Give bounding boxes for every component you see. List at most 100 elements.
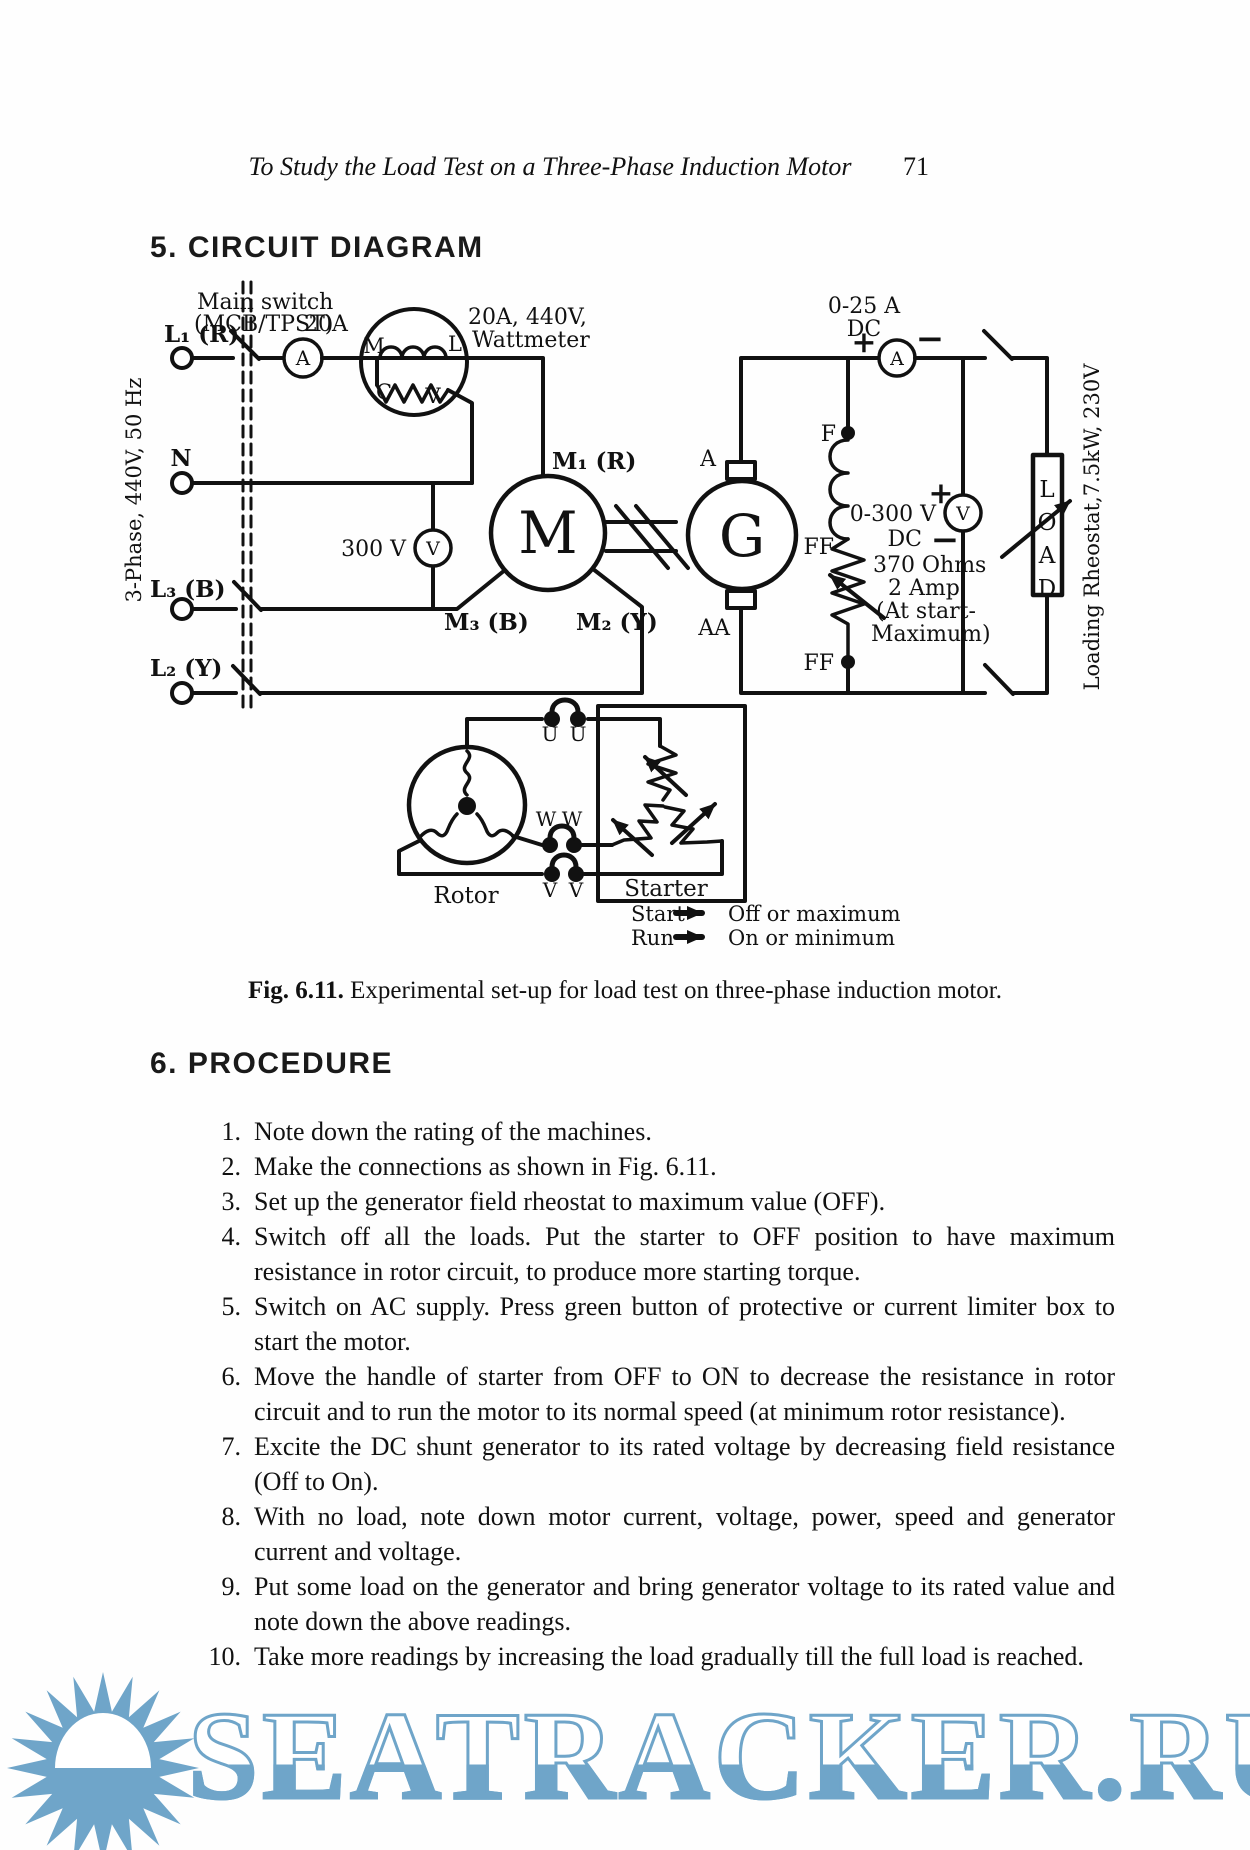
load-letter-o: O [1038, 510, 1057, 536]
terminal-l2 [170, 681, 194, 705]
svg-text:W: W [562, 807, 583, 831]
slipring-u1 [544, 711, 560, 727]
svg-text:DC: DC [888, 527, 922, 552]
switch-blade-dc-bottom [983, 663, 1015, 696]
svg-text:(MCB/TPST): (MCB/TPST) [194, 312, 333, 337]
ac-voltmeter-rating: 300 V [341, 537, 407, 562]
circuit-diagram: 3-Phase, 440V, 50 Hz Main switch (MCB/TP… [122, 280, 1104, 950]
page-number: 71 [903, 152, 929, 181]
phase-l1-label: L₁ (R) [164, 321, 239, 348]
svg-text:Maximum): Maximum) [871, 622, 991, 647]
gen-brush-a [725, 460, 757, 481]
switch-blade-dc-top [982, 329, 1014, 361]
circuit-diagram-heading: 5. CIRCUIT DIAGRAM [150, 231, 484, 264]
dc-ammeter-rating: 0-25 A [828, 294, 901, 319]
dc-ammeter-letter: A [889, 348, 904, 370]
step-text: Move the handle of starter from OFF to O… [254, 1362, 1115, 1426]
procedure-step: 8. With no load, note down motor current,… [205, 1499, 1116, 1569]
slipring-v1 [544, 866, 560, 882]
starter-rheostat-right [663, 805, 724, 845]
loading-rheostat-label: Loading Rheostat,7.5kW, 230V [1080, 363, 1104, 691]
procedure-step: 10.Take more readings by increasing the … [205, 1639, 1115, 1674]
rotor-winding-left [418, 812, 459, 839]
wattmeter [359, 307, 469, 417]
terminal-n [170, 471, 194, 495]
switch-blade-l1 [229, 329, 261, 361]
ac-voltmeter [413, 528, 453, 568]
procedure-step: 6. Move the handle of starter from OFF to… [205, 1359, 1116, 1429]
dc-voltmeter-minus: − [931, 520, 960, 560]
dc-voltmeter-rating: 0-300 V [850, 502, 937, 527]
svg-text:V: V [568, 878, 584, 902]
step-text: Excite the DC shunt generator to its rat… [254, 1432, 1115, 1496]
phase-l2-label: L₂ (Y) [150, 655, 222, 682]
sun-dome [55, 1713, 151, 1768]
dc-ammeter-plus: + [851, 325, 876, 360]
rotor-star-point [458, 797, 476, 815]
procedure-step: 5. Switch on AC supply. Press green butto… [205, 1289, 1116, 1359]
watermark-text: SEATRACKER.RU [186, 1692, 1250, 1821]
step-number: 5. [221, 1292, 242, 1321]
ac-voltmeter-letter: V [425, 538, 440, 560]
jumper-u [549, 697, 581, 715]
svg-text:DC: DC [847, 317, 881, 342]
wattmeter-voltage-coil [375, 383, 450, 404]
motor-terminal-m1: M₁ (R) [552, 448, 636, 475]
jumper-v [549, 852, 579, 870]
load-arrow [1000, 499, 1072, 559]
ac-ammeter-rating: 20A [304, 312, 349, 337]
field-f-label: F [821, 422, 836, 447]
phase-l3-label: L₃ (B) [150, 576, 225, 603]
watermark-sun-icon [7, 1672, 199, 1850]
legend-run-value: On or minimum [728, 926, 895, 950]
jumper-w [547, 823, 577, 841]
starter-box [596, 704, 747, 903]
procedure-step: 2. Make the connections as shown in Fig. … [205, 1149, 1115, 1184]
step-number: 6. [221, 1362, 242, 1391]
load-rheostat-box [1030, 452, 1065, 598]
legend-run: Run [631, 926, 674, 950]
slipring-w1 [542, 837, 558, 853]
procedure-step: 1.Note down the rating of the machines. [205, 1114, 1115, 1149]
field-rheostat-rating: 370 Ohms [873, 553, 986, 578]
wiring [170, 280, 1072, 944]
rotor-v-label: V [542, 878, 558, 902]
generator-letter: G [719, 502, 765, 570]
procedure-step: 3. Set up the generator field rheostat to… [205, 1184, 1115, 1219]
step-number: 8. [221, 1502, 242, 1531]
switch-blade-l2 [231, 664, 262, 696]
svg-text:Wattmeter: Wattmeter [472, 328, 590, 353]
step-text: Make the connections as shown in Fig. 6.… [254, 1152, 717, 1181]
ac-ammeter-letter: A [295, 346, 311, 370]
step-number: 9. [221, 1572, 242, 1601]
rotor-winding-right [475, 812, 516, 839]
rotor-u-label: U [542, 722, 559, 746]
svg-text:(At start-: (At start- [876, 599, 976, 624]
slipring-u2 [570, 711, 586, 727]
step-number: 7. [221, 1432, 242, 1461]
procedure-step: 4.Switch off all the loads. Put the star… [205, 1219, 1116, 1289]
figure-caption-text: Experimental set-up for load test on thr… [343, 977, 1002, 1004]
legend-start-value: Off or maximum [728, 902, 901, 926]
switch-blade-l3 [232, 580, 263, 612]
rotor-winding-top [462, 749, 472, 797]
step-number: 10. [208, 1642, 242, 1671]
main-switch-label: Main switch [197, 290, 333, 315]
starter-rheostat-left [610, 803, 665, 847]
step-text: With no load, note down motor current, v… [254, 1502, 1115, 1566]
junction-f [841, 426, 855, 440]
supply-label: 3-Phase, 440V, 50 Hz [122, 378, 146, 603]
starter-label: Starter [624, 876, 708, 902]
rotor-w-label: W [536, 807, 557, 831]
step-text: Note down the rating of the machines. [254, 1117, 652, 1146]
svg-text:C: C [376, 380, 392, 404]
step-text: Switch on AC supply. Press green button … [254, 1292, 1115, 1356]
step-number: 2. [221, 1152, 242, 1181]
svg-text:V: V [424, 384, 441, 408]
step-number: 3. [221, 1187, 242, 1216]
dc-voltmeter-plus: + [928, 476, 953, 511]
junction-ff [841, 655, 855, 669]
procedure-heading: 6. PROCEDURE [150, 1047, 394, 1080]
step-text: Set up the generator field rheostat to m… [254, 1187, 886, 1216]
